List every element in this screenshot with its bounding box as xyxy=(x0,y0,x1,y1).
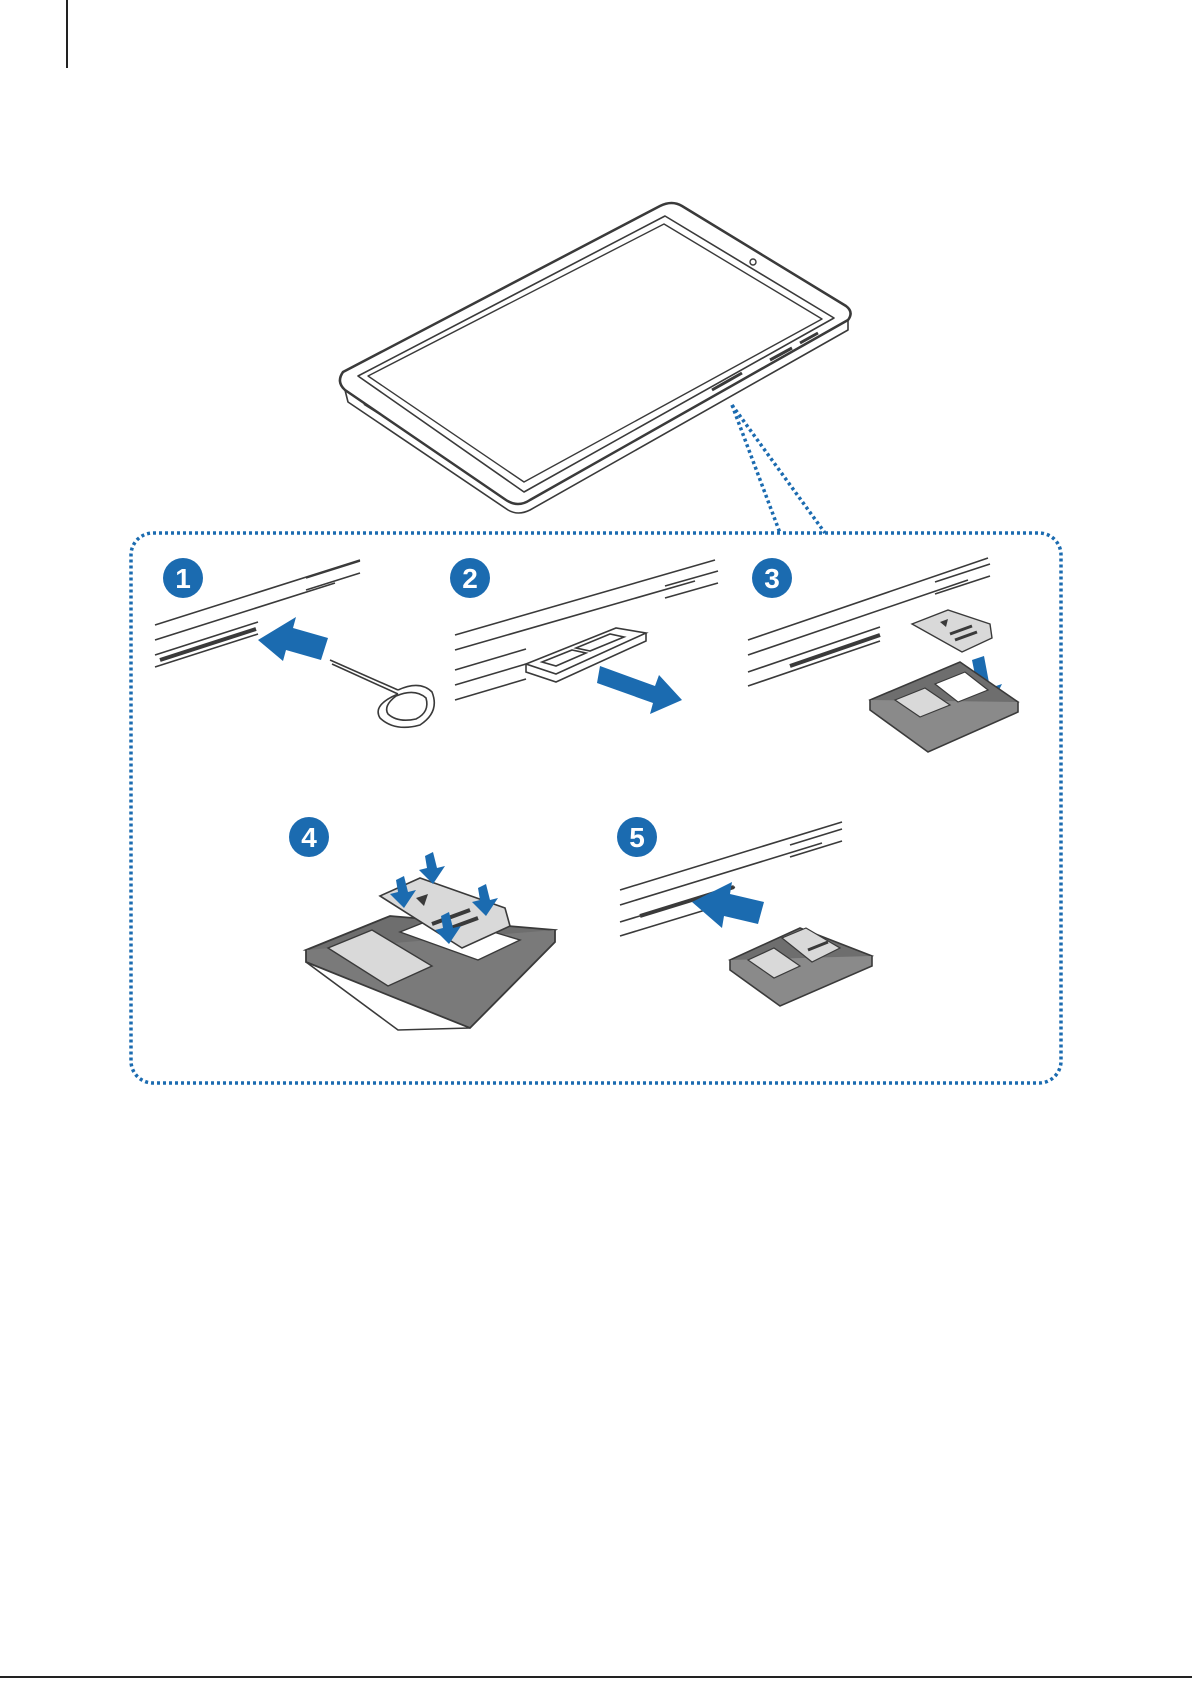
arrow-icon xyxy=(692,882,764,928)
step-3-panel: 3 xyxy=(748,558,1018,752)
step-4-panel: 4 xyxy=(289,817,555,1030)
step-4-number: 4 xyxy=(301,822,317,853)
step-1-number: 1 xyxy=(175,563,191,594)
tablet-illustration xyxy=(340,203,851,513)
sim-tray-icon xyxy=(730,928,872,1006)
sim-tray-icon xyxy=(526,628,646,682)
step-1-panel: 1 xyxy=(155,558,434,727)
ejection-pin-icon xyxy=(330,660,434,727)
step-2-number: 2 xyxy=(462,563,478,594)
step-2-panel: 2 xyxy=(450,558,718,714)
sim-tray-icon xyxy=(306,916,555,1030)
callout-lines xyxy=(732,405,825,533)
step-5-number: 5 xyxy=(629,822,645,853)
sim-tray-icon xyxy=(870,662,1018,752)
step-5-panel: 5 xyxy=(617,817,872,1006)
detail-frame xyxy=(131,533,1061,1083)
arrow-icon xyxy=(258,617,328,661)
step-3-number: 3 xyxy=(764,563,780,594)
arrow-icon xyxy=(597,666,682,714)
microsd-card-icon xyxy=(912,610,992,652)
